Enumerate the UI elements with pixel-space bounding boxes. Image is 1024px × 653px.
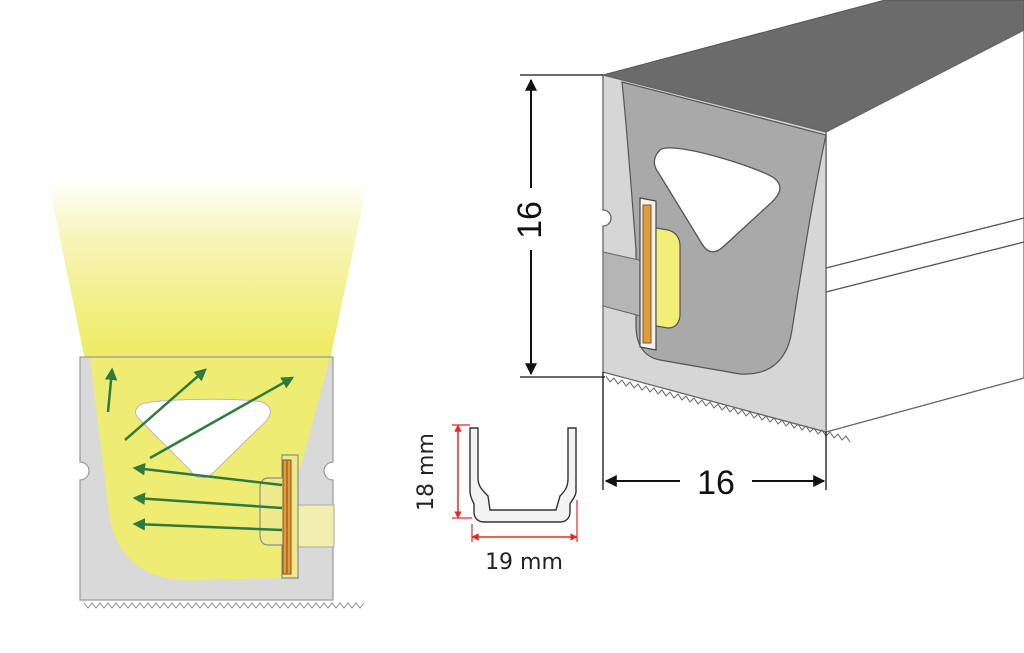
triangular-cavity-3d xyxy=(653,147,781,253)
profile-height-label: 18 mm xyxy=(414,433,439,511)
triangular-cavity xyxy=(135,398,271,479)
ray-arrow-4 xyxy=(132,462,283,487)
ray-arrow-1 xyxy=(104,367,118,413)
ray-arrow-3 xyxy=(149,376,295,460)
height-value: 16 xyxy=(511,201,549,239)
front-serration xyxy=(605,375,851,443)
bottom-serration xyxy=(83,602,365,609)
neon-strip-3d xyxy=(601,0,1024,443)
ray-arrow-6 xyxy=(132,518,283,532)
height-dimension: 16 xyxy=(511,74,605,378)
width-label-bg xyxy=(680,462,752,500)
height-label-bg xyxy=(516,188,546,250)
cable-stub xyxy=(291,504,335,548)
u-channel-outline xyxy=(469,427,577,523)
width-value: 16 xyxy=(697,464,735,502)
light-emission-cross-section xyxy=(48,180,368,609)
light-beam xyxy=(48,180,368,360)
led-lens-3d xyxy=(655,227,681,329)
ray-arrow-5 xyxy=(132,492,283,510)
profile-width-label: 19 mm xyxy=(485,550,563,575)
led-chip-3d xyxy=(642,204,652,344)
light-ray-arrows xyxy=(104,367,295,532)
ray-arrow-2 xyxy=(124,368,207,441)
u-channel-profile: 18 mm 19 mm xyxy=(414,424,578,575)
width-dimension: 16 xyxy=(602,372,827,502)
